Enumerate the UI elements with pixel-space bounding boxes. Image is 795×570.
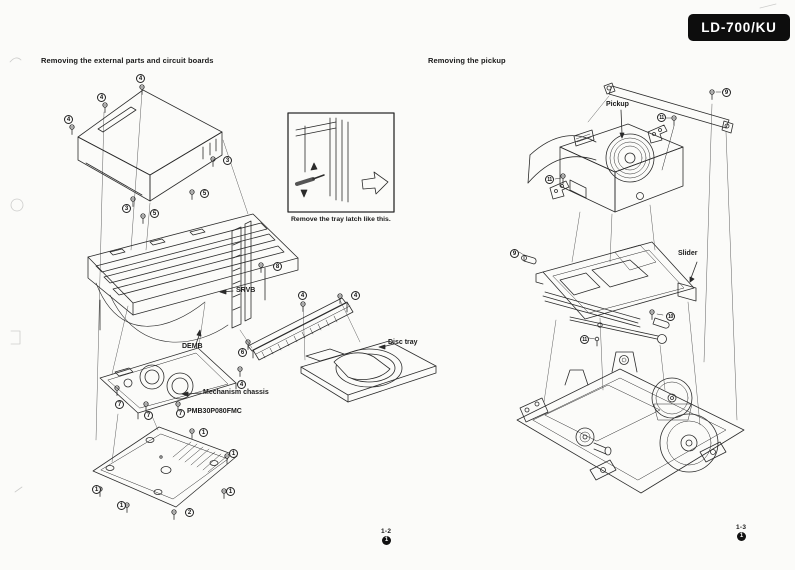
section-heading-right: Removing the pickup	[428, 56, 506, 65]
srvb-label: SRVB	[236, 287, 256, 294]
callout-circle: 4	[298, 291, 307, 300]
page-number-right: 1-3	[736, 524, 747, 531]
label-leader-lines-right	[620, 110, 697, 282]
callout-circle: 1	[199, 428, 208, 437]
top-cover-drawing	[78, 90, 222, 201]
slider-assembly-drawing	[519, 242, 696, 346]
callout-circle: 6	[238, 348, 247, 357]
callout-circle: 11	[545, 175, 554, 184]
section-marker-right: 1	[737, 532, 746, 541]
base-mechanism-drawing	[517, 352, 744, 493]
demb-label: DEMB	[182, 343, 203, 350]
label-leader-lines-left	[182, 290, 394, 396]
callout-circle: 10	[666, 312, 675, 321]
screw-glyphs-left	[69, 84, 343, 520]
callout-circle: 1	[92, 485, 101, 494]
callout-circle: 7	[115, 400, 124, 409]
pickup-assembly-drawing	[528, 118, 683, 212]
model-badge: LD-700/KU	[688, 14, 790, 41]
disc-tray-drawing	[301, 341, 436, 402]
scan-artifacts	[10, 4, 776, 492]
screw-glyphs-right	[560, 89, 721, 320]
callout-circle: 4	[351, 291, 360, 300]
callout-circle: 7	[144, 411, 153, 420]
callout-circle: 7	[176, 409, 185, 418]
callout-circle: 9	[722, 88, 731, 97]
section-marker-left: 1	[382, 536, 391, 545]
callout-circle: 2	[185, 508, 194, 517]
callout-circle: 5	[150, 209, 159, 218]
pickup-label: Pickup	[606, 101, 629, 108]
callout-circle: 9	[510, 249, 519, 258]
bracket-bar-drawing	[604, 83, 733, 133]
callout-circle: 5	[200, 189, 209, 198]
tray-latch-inset-drawing	[287, 112, 395, 213]
callout-circle: 3	[223, 156, 232, 165]
exploded-axis-lines-left	[96, 92, 360, 462]
page-number-left: 1-2	[381, 528, 392, 535]
inset-caption: Remove the tray latch like this.	[291, 216, 391, 223]
pmb-board-label: PMB30P080FMC	[187, 408, 242, 415]
front-panel-drawing	[248, 298, 353, 360]
slider-label: Slider	[678, 250, 698, 257]
callout-circle: 4	[97, 93, 106, 102]
callout-circle: 8	[273, 262, 282, 271]
callout-circle: 1	[229, 449, 238, 458]
callout-circle: 4	[64, 115, 73, 124]
exploded-axis-lines-right	[544, 96, 737, 425]
section-heading-left: Removing the external parts and circuit …	[41, 56, 214, 65]
disc-tray-label: Disc tray	[388, 339, 418, 346]
callout-circle: 1	[117, 501, 126, 510]
callout-circle: 11	[657, 113, 666, 122]
mechanism-chassis-drawing	[100, 348, 236, 419]
bottom-plate-drawing	[93, 427, 237, 507]
main-chassis-drawing	[88, 214, 298, 342]
callout-circle: 11	[580, 335, 589, 344]
mechanism-chassis-label: Mechanism chassis	[203, 389, 269, 396]
callout-circle: 1	[226, 487, 235, 496]
callout-circle: 4	[136, 74, 145, 83]
callout-circle: 4	[237, 380, 246, 389]
callout-circle: 3	[122, 204, 131, 213]
